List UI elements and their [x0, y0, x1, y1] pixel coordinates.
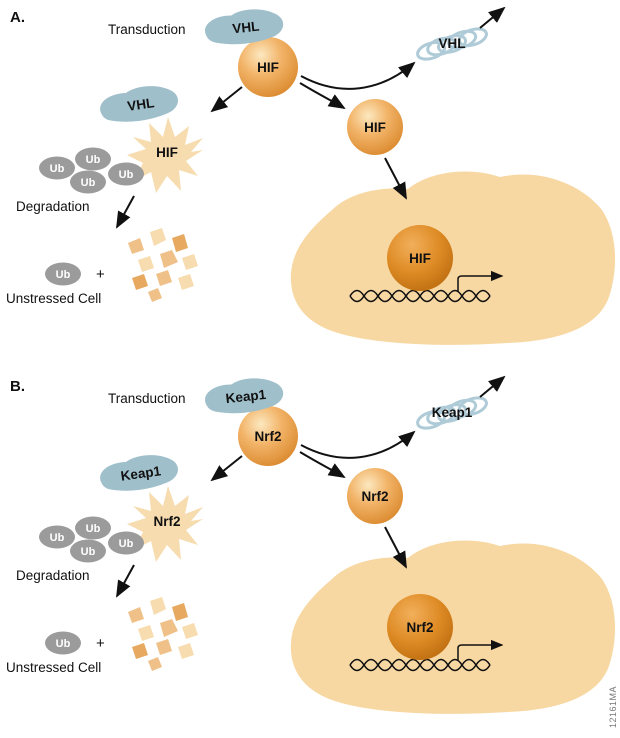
inhibitor-label: VHL [232, 19, 260, 37]
panel-b-figure: Nrf2 B. Transduction Nrf2 Keap1 Keap1 Nr… [6, 375, 616, 714]
arrow-coil-away [479, 375, 506, 398]
released-inhibitor-coil: Keap1 [416, 375, 506, 430]
top-complex: Nrf2 Keap1 [205, 378, 298, 466]
arrow-to-degradation [210, 455, 243, 482]
ub-label: Ub [56, 269, 71, 281]
factor-label: HIF [257, 60, 279, 75]
unstressed-cell-label: Unstressed Cell [6, 660, 101, 675]
ub-label: Ub [50, 532, 65, 544]
nuclear-factor-label: HIF [409, 251, 431, 266]
free-factor-label: HIF [364, 120, 386, 135]
released-inhibitor-coil: VHL [416, 6, 506, 61]
ub-label: Ub [86, 523, 101, 535]
transduction-label: Transduction [108, 391, 186, 406]
nuclear-factor-sphere: Nrf2 [387, 594, 453, 660]
ubiquitin-cluster: Ub Ub Ub Ub [39, 147, 144, 194]
degradation-products: Ub + [45, 228, 198, 302]
inhibitor-label-2: Keap1 [120, 463, 163, 484]
nuclear-factor-sphere: HIF [387, 225, 453, 291]
ub-label: Ub [119, 538, 134, 550]
plus-sign: + [96, 635, 105, 652]
dna-helix [349, 658, 491, 672]
arrow-into-cell [384, 526, 407, 569]
free-factor-label: Nrf2 [361, 489, 388, 504]
arrow-degradation-down [116, 564, 135, 598]
panel-label: B. [10, 378, 25, 395]
protein-fragments [128, 597, 198, 671]
top-complex: HIF VHL [205, 9, 298, 97]
arrow-to-degradation [210, 86, 243, 113]
degradation-complex: HIF VHL Ub Ub Ub Ub [39, 86, 203, 194]
released-inhibitor-label: Keap1 [432, 405, 473, 420]
arrow-to-free-factor [299, 451, 346, 479]
ub-label: Ub [86, 154, 101, 166]
degradation-complex: Nrf2 Keap1 Ub Ub Ub Ub [39, 455, 203, 563]
released-inhibitor-label: VHL [439, 36, 466, 51]
arrow-to-released-inhibitor [300, 430, 416, 459]
ub-label: Ub [81, 177, 96, 189]
nuclear-factor-label: Nrf2 [406, 620, 433, 635]
figure-watermark: 12161MA [608, 685, 618, 728]
degrading-factor-label: HIF [156, 145, 178, 160]
ub-label: Ub [119, 169, 134, 181]
protein-fragments [128, 228, 198, 302]
arrow-to-released-inhibitor [300, 61, 416, 90]
arrow-into-cell [384, 157, 407, 200]
arrow-coil-away [479, 6, 506, 29]
panel-label: A. [10, 9, 25, 26]
inhibitor-blob-2 [100, 86, 178, 122]
degradation-label: Degradation [16, 199, 90, 214]
factor-label: Nrf2 [254, 429, 281, 444]
arrow-to-free-factor [299, 82, 346, 110]
inhibitor-label-2: VHL [126, 95, 155, 114]
transduction-label: Transduction [108, 22, 186, 37]
ub-label: Ub [50, 163, 65, 175]
inhibitor-blob [205, 378, 284, 414]
inhibitor-blob [205, 9, 284, 45]
ub-label: Ub [56, 638, 71, 650]
degradation-label: Degradation [16, 568, 90, 583]
plus-sign: + [96, 266, 105, 283]
inhibitor-label: Keap1 [225, 387, 267, 406]
unstressed-cell-label: Unstressed Cell [6, 291, 101, 306]
transcription-arrow [457, 270, 504, 292]
panel-a-figure: HIF A. Transduction HIF VHL VHL HIF [6, 6, 616, 345]
ub-label: Ub [81, 546, 96, 558]
arrow-degradation-down [116, 195, 135, 229]
degradation-products: Ub + [45, 597, 198, 671]
free-factor-sphere: HIF [347, 99, 403, 155]
free-factor-sphere: Nrf2 [347, 468, 403, 524]
inhibitor-blob-2 [100, 455, 178, 491]
ubiquitin-cluster: Ub Ub Ub Ub [39, 516, 144, 563]
factor-starburst [127, 486, 203, 562]
transcription-arrow [457, 639, 504, 661]
factor-starburst [127, 117, 203, 193]
dna-helix [349, 289, 491, 303]
degrading-factor-label: Nrf2 [153, 514, 180, 529]
